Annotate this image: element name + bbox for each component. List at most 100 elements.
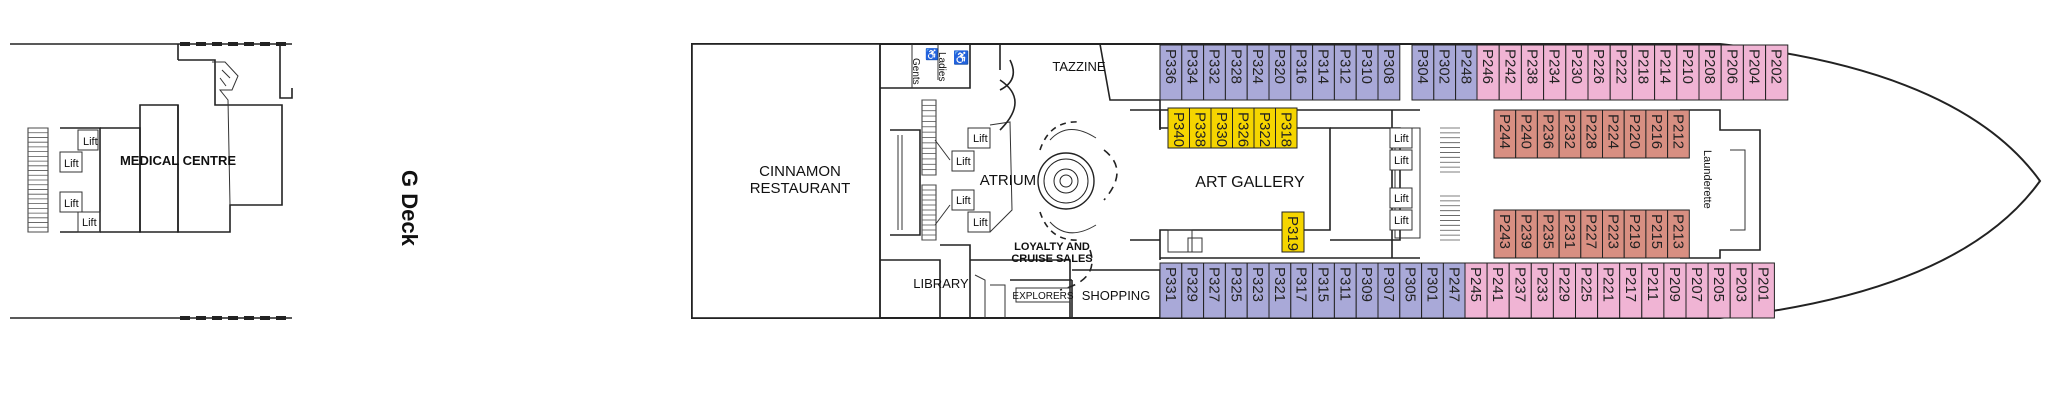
cabin-p203[interactable]: P203	[1729, 262, 1753, 319]
cabin-p207[interactable]: P207	[1685, 262, 1709, 319]
cabin-p314[interactable]: P314	[1312, 44, 1335, 101]
cabin-p238[interactable]: P238	[1520, 44, 1545, 101]
cabin-p324[interactable]: P324	[1246, 44, 1270, 101]
cabin-p240[interactable]: P240	[1515, 109, 1538, 159]
cabin-p224[interactable]: P224	[1602, 109, 1625, 159]
cabin-p210[interactable]: P210	[1676, 44, 1700, 101]
cabin-p204[interactable]: P204	[1742, 44, 1767, 101]
cabin-p316[interactable]: P316	[1290, 44, 1314, 101]
cabin-p233[interactable]: P233	[1530, 262, 1554, 319]
cabin-p323[interactable]: P323	[1246, 262, 1270, 319]
cabin-p248[interactable]: P248	[1455, 44, 1478, 101]
cabin-p302[interactable]: P302	[1433, 44, 1457, 101]
cabin-p212[interactable]: P212	[1667, 109, 1690, 159]
cabin-p206[interactable]: P206	[1720, 44, 1744, 101]
cabin-p219[interactable]: P219	[1623, 209, 1647, 259]
cabin-label: P245	[1467, 267, 1484, 302]
aft-stairs-icon	[27, 127, 49, 233]
atrium-lift-2-label: Lift	[956, 156, 971, 168]
cabin-p322[interactable]: P322	[1253, 107, 1276, 149]
cabin-p220[interactable]: P220	[1623, 109, 1647, 159]
cabin-p241[interactable]: P241	[1486, 262, 1510, 319]
cabin-p332[interactable]: P332	[1203, 44, 1226, 101]
cabin-p236[interactable]: P236	[1536, 109, 1560, 159]
cabin-p209[interactable]: P209	[1663, 262, 1687, 319]
library-label: LIBRARY	[913, 276, 969, 291]
cabin-p221[interactable]: P221	[1597, 262, 1621, 319]
cabin-label: P321	[1271, 267, 1288, 302]
cabin-p217[interactable]: P217	[1619, 262, 1643, 319]
cabin-p231[interactable]: P231	[1558, 209, 1582, 259]
cabin-p301[interactable]: P301	[1421, 262, 1444, 319]
cabin-p310[interactable]: P310	[1355, 44, 1379, 101]
cabin-p216[interactable]: P216	[1645, 109, 1669, 159]
cabin-p325[interactable]: P325	[1224, 262, 1248, 319]
cabin-p331[interactable]: P331	[1159, 262, 1183, 319]
cabin-p213[interactable]: P213	[1667, 209, 1690, 259]
cabin-p340[interactable]: P340	[1167, 107, 1190, 149]
cabin-p201[interactable]: P201	[1751, 262, 1775, 319]
cabin-p223[interactable]: P223	[1602, 209, 1625, 259]
cabin-p215[interactable]: P215	[1645, 209, 1669, 259]
cabin-p338[interactable]: P338	[1189, 107, 1212, 149]
cabin-p304[interactable]: P304	[1411, 44, 1435, 101]
cabin-p208[interactable]: P208	[1698, 44, 1722, 101]
cabin-p232[interactable]: P232	[1558, 109, 1582, 159]
cabin-p311[interactable]: P311	[1333, 262, 1357, 319]
cabin-p218[interactable]: P218	[1631, 44, 1656, 101]
cabin-p318[interactable]: P318	[1275, 107, 1298, 149]
cabin-p222[interactable]: P222	[1609, 44, 1633, 101]
cabin-p244[interactable]: P244	[1493, 109, 1517, 159]
cabin-p312[interactable]: P312	[1333, 44, 1357, 101]
cabin-p230[interactable]: P230	[1565, 44, 1589, 101]
cabin-p228[interactable]: P228	[1580, 109, 1604, 159]
cabin-p227[interactable]: P227	[1580, 209, 1604, 259]
cabin-p229[interactable]: P229	[1552, 262, 1577, 319]
cabin-p315[interactable]: P315	[1312, 262, 1335, 319]
cabin-p234[interactable]: P234	[1543, 44, 1567, 101]
cabin-p235[interactable]: P235	[1536, 209, 1560, 259]
cabin-p308[interactable]: P308	[1377, 44, 1401, 101]
cabin-p319[interactable]: P319	[1281, 211, 1305, 253]
cabin-p247[interactable]: P247	[1442, 262, 1466, 319]
cabin-p336[interactable]: P336	[1159, 44, 1183, 101]
cinnamon-label-1: CINNAMON	[759, 163, 841, 180]
cabin-p329[interactable]: P329	[1181, 262, 1205, 319]
cabin-p239[interactable]: P239	[1515, 209, 1538, 259]
cabin-label: P228	[1583, 114, 1600, 149]
cabin-label: P224	[1604, 114, 1621, 149]
cabin-p327[interactable]: P327	[1203, 262, 1226, 319]
cabin-p243[interactable]: P243	[1493, 209, 1517, 259]
cabin-p202[interactable]: P202	[1765, 44, 1789, 101]
cabin-p245[interactable]: P245	[1464, 262, 1488, 319]
cabin-p330[interactable]: P330	[1210, 107, 1233, 149]
cabin-p326[interactable]: P326	[1232, 107, 1255, 149]
cabin-label: P204	[1746, 49, 1763, 84]
cinnamon-restaurant[interactable]	[691, 43, 881, 319]
cabin-p205[interactable]: P205	[1707, 262, 1731, 319]
cabin-label: P248	[1458, 49, 1475, 84]
cabin-p211[interactable]: P211	[1641, 262, 1665, 319]
cabin-label: P237	[1511, 267, 1528, 302]
cabin-p317[interactable]: P317	[1290, 262, 1314, 319]
cabin-label: P336	[1162, 49, 1179, 84]
cabin-label: P305	[1402, 267, 1419, 302]
cabin-p305[interactable]: P305	[1399, 262, 1423, 319]
cabin-p237[interactable]: P237	[1508, 262, 1532, 319]
cabin-p225[interactable]: P225	[1575, 262, 1599, 319]
cabin-p328[interactable]: P328	[1224, 44, 1248, 101]
cabin-p321[interactable]: P321	[1268, 262, 1292, 319]
cabin-p226[interactable]: P226	[1587, 44, 1611, 101]
cabin-p214[interactable]: P214	[1654, 44, 1678, 101]
cabin-label: P330	[1213, 112, 1230, 147]
cabin-p334[interactable]: P334	[1181, 44, 1205, 101]
cabin-label: P218	[1635, 49, 1652, 84]
cabin-label: P210	[1679, 49, 1696, 84]
cabin-p242[interactable]: P242	[1498, 44, 1522, 101]
cabin-label: P324	[1249, 49, 1266, 84]
cabin-p320[interactable]: P320	[1268, 44, 1292, 101]
cabin-p307[interactable]: P307	[1377, 262, 1401, 319]
cabin-p246[interactable]: P246	[1476, 44, 1500, 101]
cabin-p309[interactable]: P309	[1355, 262, 1379, 319]
cabin-label: P221	[1600, 267, 1617, 302]
